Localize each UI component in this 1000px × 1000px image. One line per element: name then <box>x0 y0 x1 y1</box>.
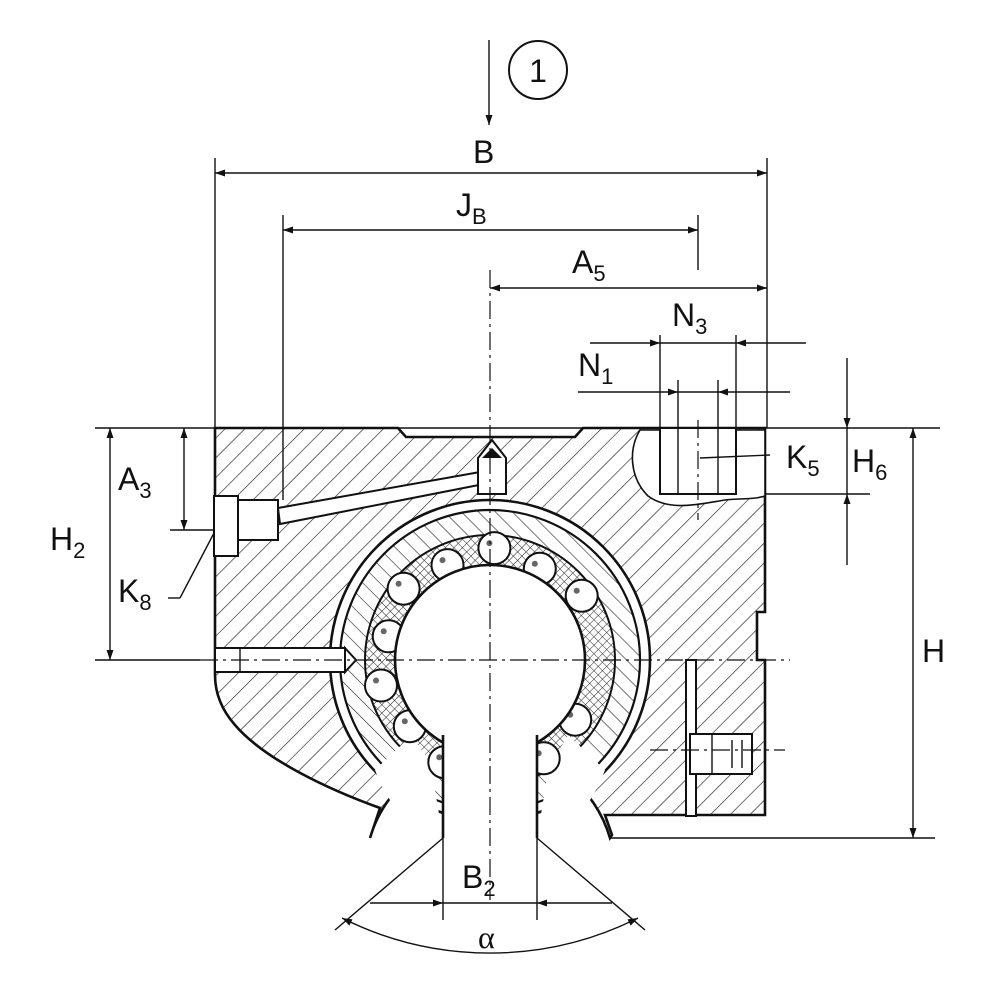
ball-highlight <box>401 718 408 725</box>
bearing-ball <box>477 531 512 566</box>
label-N3: N3 <box>672 297 707 339</box>
label-A3: A3 <box>118 461 152 503</box>
label-H2: H2 <box>50 521 85 563</box>
center-lines <box>200 270 790 900</box>
grease-nipple <box>237 499 279 541</box>
bearing-ball <box>364 668 398 703</box>
label-alpha: α <box>478 919 495 955</box>
ball-highlight <box>436 754 443 761</box>
right-clamp-screw <box>689 733 753 775</box>
label-H: H <box>922 633 945 669</box>
label-H6: H6 <box>852 443 887 485</box>
bearing-ball <box>386 571 421 606</box>
labels: 1 B JB A5 N3 N1 A3 H2 K8 K5 H6 H B2 α <box>50 40 945 955</box>
ball-highlight <box>573 587 580 594</box>
ball-highlight <box>380 628 387 635</box>
label-B: B <box>473 134 494 170</box>
lube-channel <box>213 438 507 557</box>
label-N1: N1 <box>578 347 613 389</box>
open-bearing-gap <box>375 735 605 838</box>
dimension-lines <box>106 40 917 954</box>
label-B2: B2 <box>462 859 496 901</box>
bearing-ball <box>564 578 599 613</box>
ball-highlight <box>373 677 379 684</box>
label-K8: K8 <box>118 573 152 615</box>
label-JB: JB <box>456 187 487 229</box>
label-K5: K5 <box>786 439 820 481</box>
extension-lines <box>95 158 940 931</box>
dim-arc-alpha <box>341 917 639 954</box>
ball-highlight <box>439 557 446 564</box>
ball-highlight <box>395 580 402 587</box>
ball-highlight <box>531 560 538 567</box>
label-A5: A5 <box>572 244 606 286</box>
callout-number: 1 <box>529 53 547 89</box>
callout-circle <box>508 40 568 100</box>
